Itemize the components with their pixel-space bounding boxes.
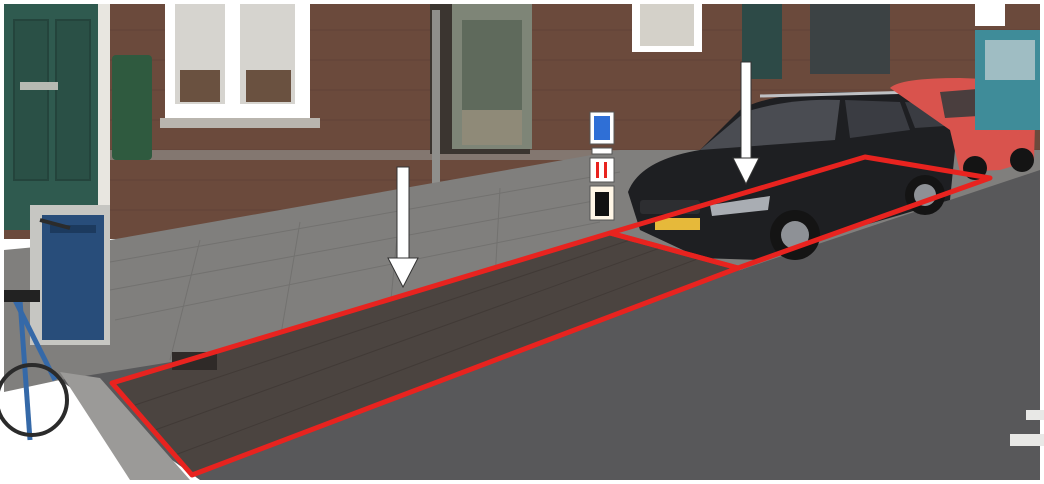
drainpipe	[432, 10, 440, 185]
sidewalk-tiles	[109, 171, 621, 361]
green-mailbox	[112, 55, 152, 160]
parking-pavers	[112, 233, 738, 475]
blue-van	[975, 30, 1040, 130]
trash-bin	[30, 205, 110, 345]
road-marking	[1010, 434, 1044, 446]
road-marking-2	[1026, 410, 1044, 420]
window-left	[160, 4, 320, 128]
entrance-doorway	[452, 4, 532, 149]
parking-sign-icon	[589, 111, 615, 221]
green-door	[4, 4, 110, 230]
window-right	[632, 4, 1005, 79]
down-arrow-icon	[732, 61, 760, 186]
down-arrow-icon	[387, 166, 419, 289]
bicycle	[0, 218, 71, 441]
curb	[60, 372, 190, 480]
paver-pattern	[134, 239, 701, 456]
occupied-space-outline	[607, 154, 993, 271]
